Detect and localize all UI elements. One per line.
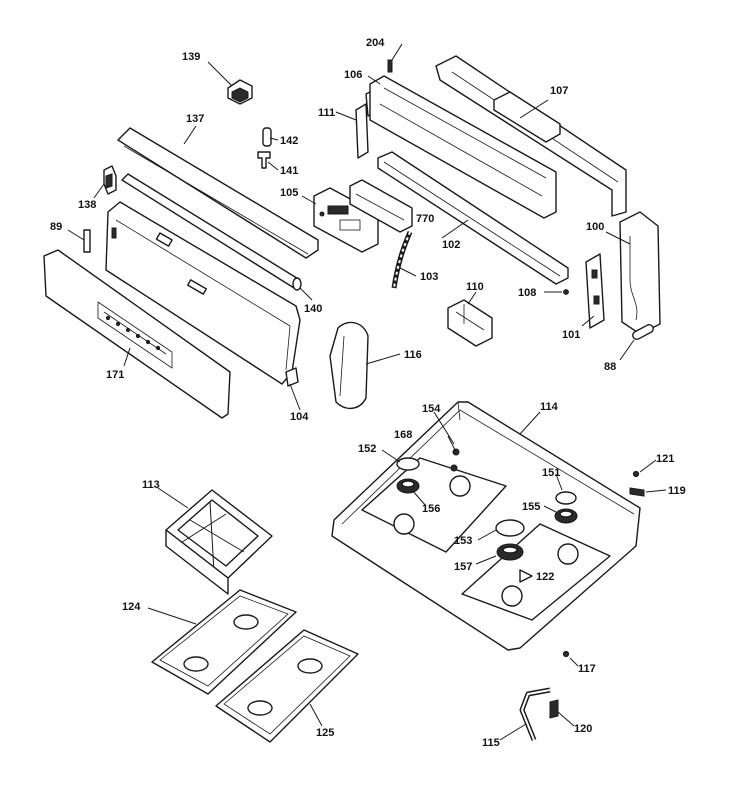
callout-101: 101 — [562, 329, 580, 341]
callout-168: 168 — [394, 429, 412, 441]
callout-154: 154 — [422, 403, 441, 415]
leader-lines — [67, 43, 667, 741]
part-104-panel-housing — [105, 201, 301, 387]
part-152-burner-cap — [396, 457, 420, 471]
part-121-screw — [632, 470, 640, 478]
callout-125: 125 — [316, 727, 334, 739]
callout-122: 122 — [536, 571, 554, 583]
part-140-rod — [121, 173, 302, 291]
part-103-wire-harness — [391, 231, 413, 289]
part-125-drip-pan — [215, 629, 359, 743]
part-89-pin — [83, 229, 91, 253]
callout-121: 121 — [656, 453, 674, 465]
part-114-cooktop — [331, 401, 641, 651]
callout-156: 156 — [422, 503, 440, 515]
part-137-trim-strip — [117, 127, 319, 259]
callout-103: 103 — [420, 271, 438, 283]
callout-155: 155 — [522, 501, 540, 513]
callout-119: 119 — [668, 485, 686, 497]
part-119-clip — [629, 487, 645, 497]
callout-138: 138 — [78, 199, 96, 211]
part-770-membrane — [349, 179, 413, 233]
callout-111: 111 — [318, 107, 335, 119]
part-155-burner-head — [554, 508, 578, 524]
part-153-burner-cap — [495, 519, 525, 537]
callout-106: 106 — [344, 69, 362, 81]
part-101-end-bracket — [585, 253, 605, 329]
callout-110: 110 — [466, 281, 484, 293]
part-157-burner-head — [496, 543, 524, 561]
part-139-clip — [227, 79, 253, 105]
part-110-terminal-block — [447, 299, 493, 347]
callout-104: 104 — [290, 411, 309, 423]
part-113-grate — [165, 489, 273, 595]
callout-141: 141 — [280, 165, 298, 177]
callout-171: 171 — [106, 369, 124, 381]
part-151-burner-cap — [555, 491, 577, 505]
callout-113: 113 — [142, 479, 160, 491]
part-122-arrow — [519, 569, 533, 583]
part-88-pin — [632, 324, 654, 340]
callout-153: 153 — [454, 535, 472, 547]
part-142-spacer — [262, 127, 272, 147]
callout-204: 204 — [366, 37, 385, 49]
callout-102: 102 — [442, 239, 460, 251]
part-107-backguard-cover — [435, 55, 627, 217]
callout-120: 120 — [574, 723, 592, 735]
part-105-control-board — [313, 187, 379, 253]
part-156-burner-head — [396, 478, 420, 494]
callout-107: 107 — [550, 85, 568, 97]
callout-108: 108 — [518, 287, 536, 299]
callout-157: 157 — [454, 561, 472, 573]
callout-124: 124 — [122, 601, 141, 613]
part-115-rod — [519, 687, 551, 741]
callout-105: 105 — [280, 187, 298, 199]
part-100-end-cap — [619, 211, 661, 335]
part-108-screw — [563, 289, 569, 295]
callout-88: 88 — [604, 361, 616, 373]
callout-770: 770 — [416, 213, 434, 225]
callout-115: 115 — [482, 737, 500, 749]
part-117-screw — [562, 650, 570, 658]
part-120-clip — [549, 699, 559, 719]
callout-152: 152 — [358, 443, 376, 455]
part-106-backguard-frame — [369, 59, 557, 219]
part-124-drip-pan — [151, 589, 297, 695]
callout-100: 100 — [586, 221, 604, 233]
callout-140: 140 — [304, 303, 322, 315]
part-102-rail — [377, 151, 569, 285]
callout-89: 89 — [50, 221, 62, 233]
callout-116: 116 — [404, 349, 422, 361]
callout-139: 139 — [182, 51, 200, 63]
callout-137: 137 — [186, 113, 204, 125]
callout-114: 114 — [540, 401, 559, 413]
callout-117: 117 — [578, 663, 596, 675]
callout-151: 151 — [542, 467, 560, 479]
part-138-bracket — [103, 165, 117, 195]
part-171-control-panel — [43, 249, 231, 419]
callout-labels: 139 137 138 89 142 141 105 770 204 106 1… — [50, 37, 686, 749]
part-116-end-cover — [329, 321, 369, 409]
part-141-screw — [257, 151, 271, 169]
callout-142: 142 — [280, 135, 298, 147]
